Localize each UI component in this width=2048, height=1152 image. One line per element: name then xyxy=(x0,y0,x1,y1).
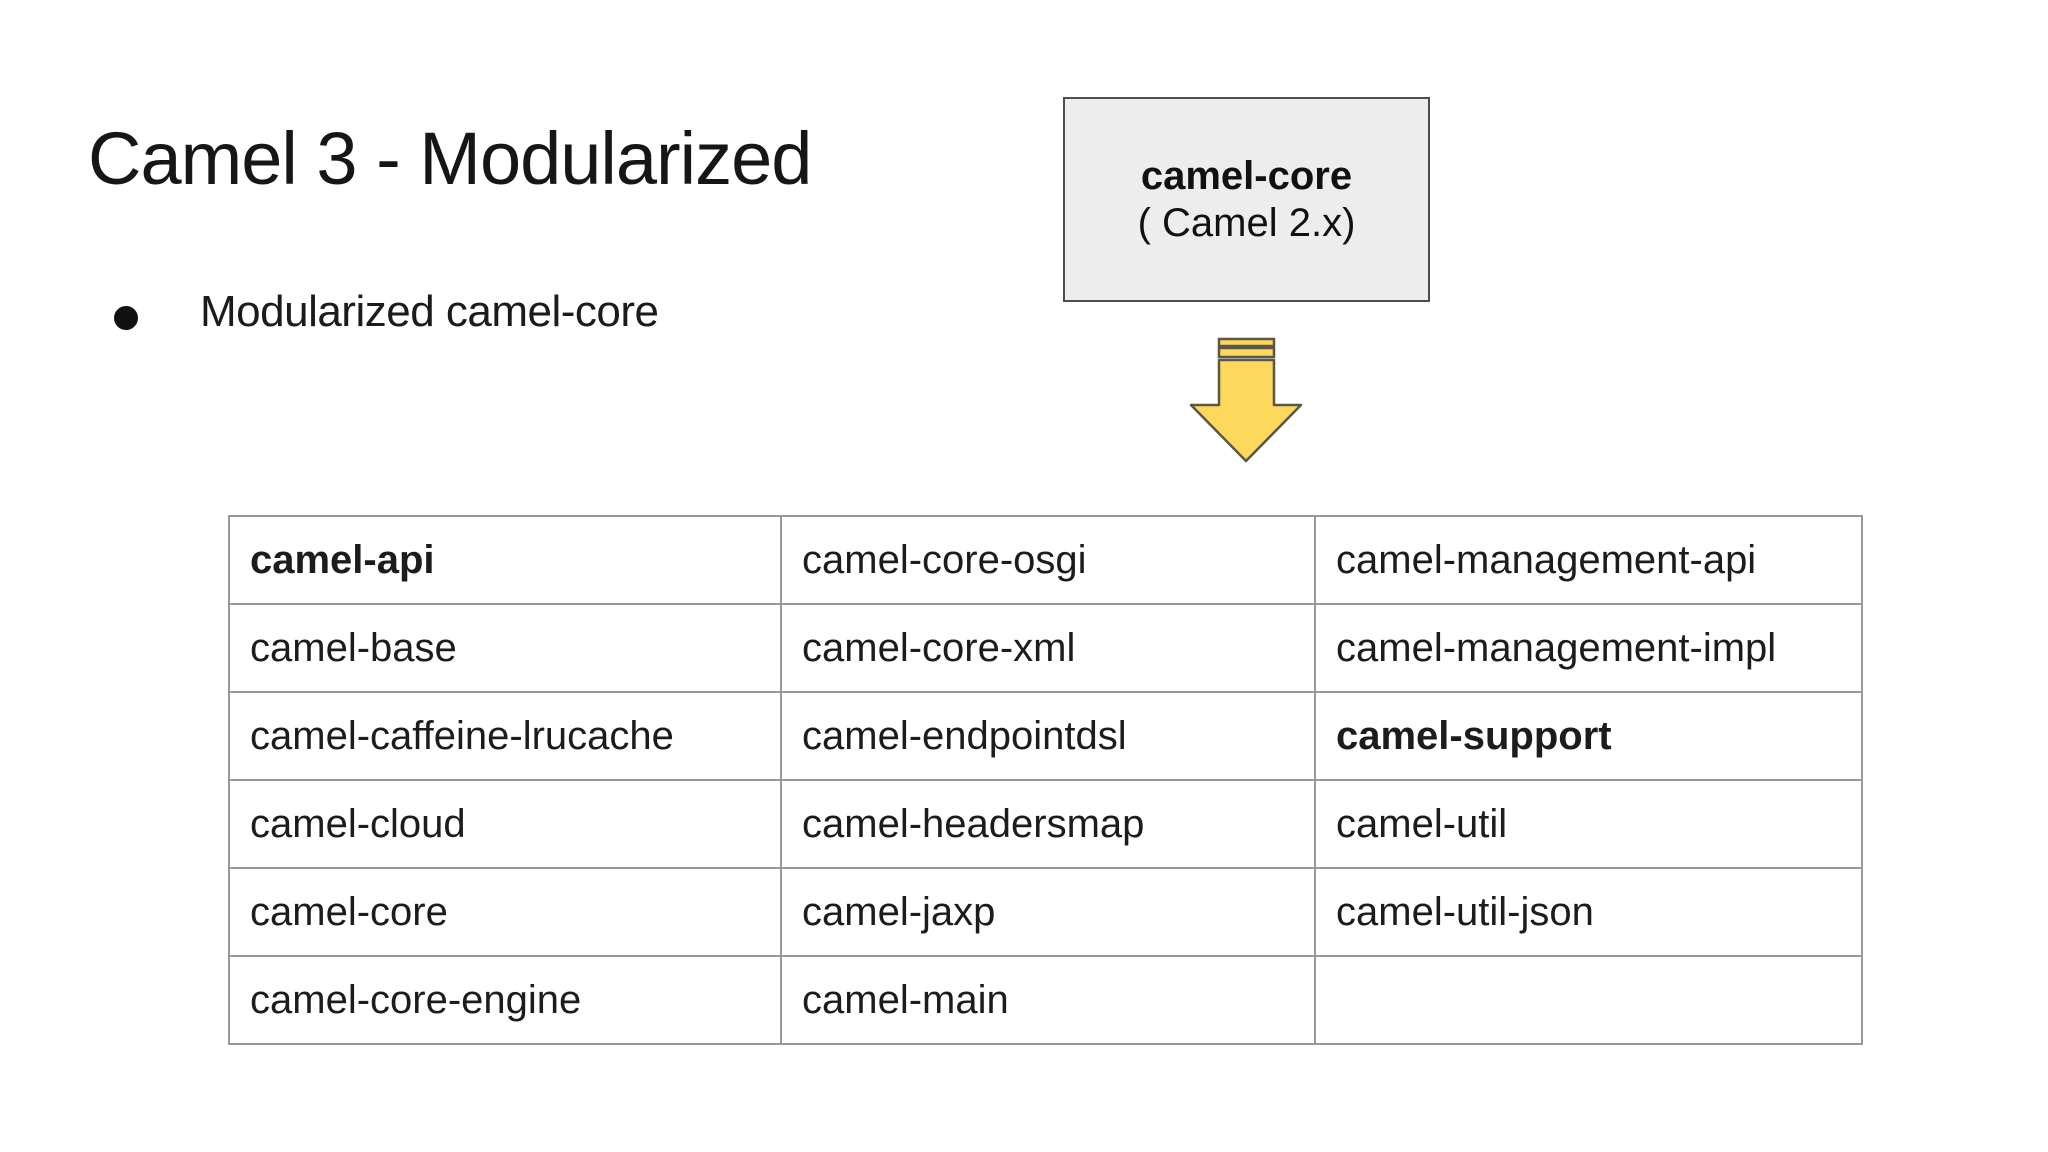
arrow-stripe-2 xyxy=(1217,346,1276,359)
table-cell: camel-cloud xyxy=(228,779,782,869)
camel-core-box-title: camel-core xyxy=(1140,153,1353,198)
table-cell: camel-core-xml xyxy=(780,603,1316,693)
table-cell: camel-management-api xyxy=(1314,515,1863,605)
table-cell: camel-core-engine xyxy=(228,955,782,1045)
table-cell: camel-main xyxy=(780,955,1316,1045)
table-cell: camel-support xyxy=(1314,691,1863,781)
bullet-item-label: Modularized camel-core xyxy=(200,287,659,336)
table-cell: camel-caffeine-lrucache xyxy=(228,691,782,781)
table-cell: camel-management-impl xyxy=(1314,603,1863,693)
arrow-stripe-1 xyxy=(1217,337,1276,348)
table-cell: camel-api xyxy=(228,515,782,605)
bullet-dot xyxy=(114,306,138,330)
camel-core-box: camel-core ( Camel 2.x) xyxy=(1063,97,1430,302)
table-cell: camel-core-osgi xyxy=(780,515,1316,605)
slide-title: Camel 3 - Modularized xyxy=(88,117,812,200)
table-cell: camel-endpointdsl xyxy=(780,691,1316,781)
table-cell: camel-base xyxy=(228,603,782,693)
table-cell: camel-util-json xyxy=(1314,867,1863,957)
camel-core-box-subtitle: ( Camel 2.x) xyxy=(1137,200,1356,245)
table-cell: camel-core xyxy=(228,867,782,957)
table-cell-empty xyxy=(1314,955,1863,1045)
table-cell: camel-util xyxy=(1314,779,1863,869)
striped-down-arrow-icon xyxy=(1189,337,1303,463)
table-cell: camel-jaxp xyxy=(780,867,1316,957)
table-cell: camel-headersmap xyxy=(780,779,1316,869)
arrow-body xyxy=(1189,358,1303,463)
